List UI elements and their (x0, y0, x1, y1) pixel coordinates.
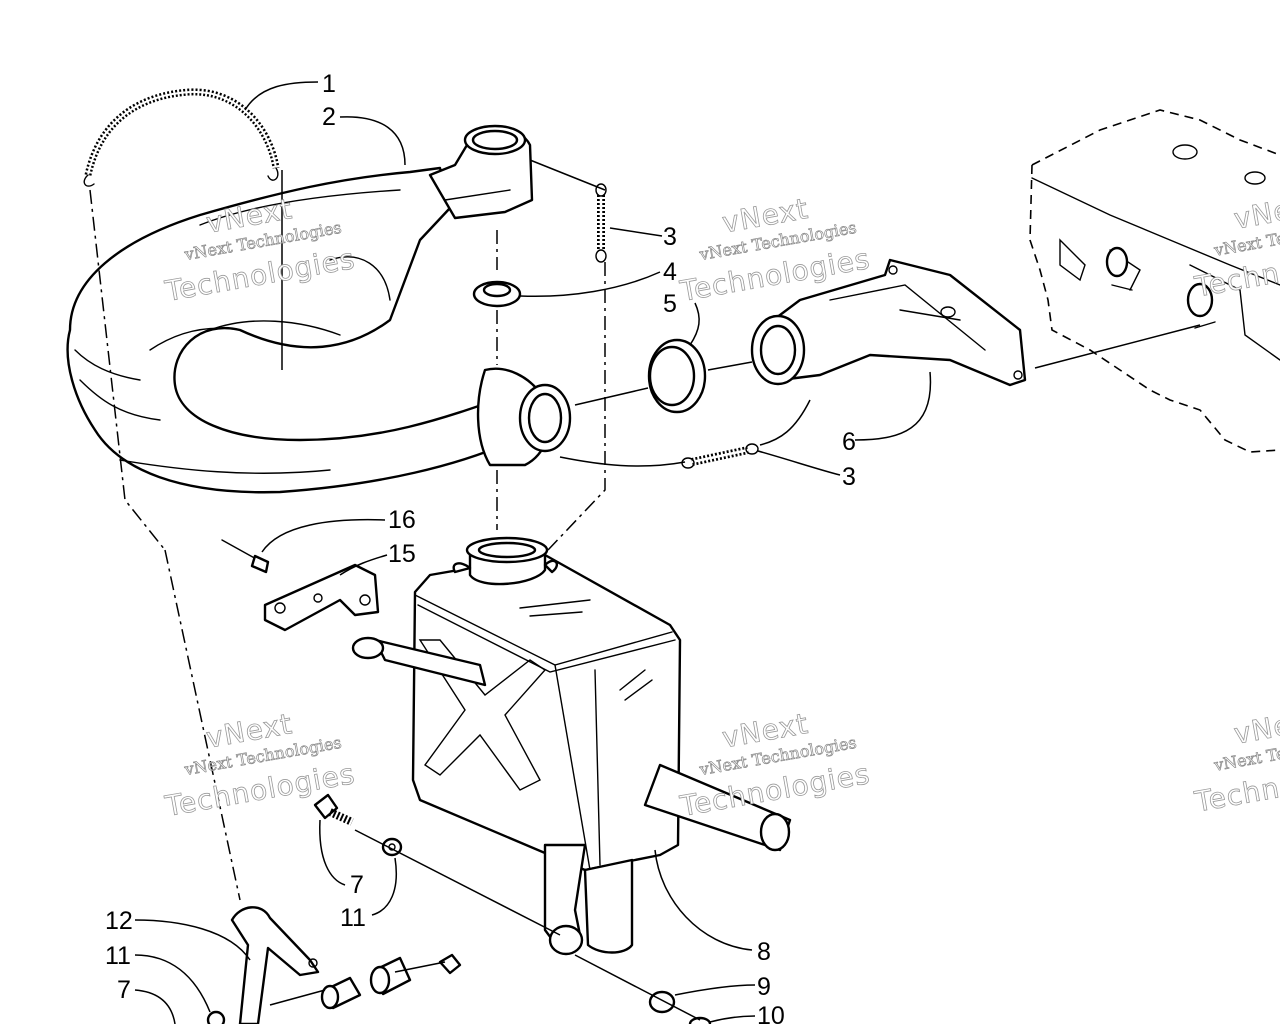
part-3-spring-lower (681, 443, 759, 469)
callout-3-upper: 3 (663, 223, 677, 251)
part-5-seal-ring (647, 338, 707, 414)
assembly-guide-lines (89, 159, 1201, 1021)
callout-9: 9 (757, 973, 771, 1001)
callout-7-lower: 7 (117, 976, 131, 1004)
part-15-bracket (263, 563, 380, 632)
callout-12: 12 (105, 907, 133, 935)
part-10-nut (688, 1016, 712, 1024)
part-16-sensor-pin (221, 539, 270, 574)
callout-10: 10 (757, 1002, 785, 1024)
part-6-manifold (750, 258, 1027, 387)
part-4-grommet (472, 280, 522, 308)
callout-3-lower: 3 (842, 463, 856, 491)
callout-leaders (134, 81, 932, 1024)
watermark-group-5: vNext vNext Technologies Technologies (677, 707, 873, 824)
callout-labels: 1 2 3 4 5 6 3 16 15 7 11 8 9 10 12 11 7 (105, 70, 856, 1024)
part-3-spring-upper (595, 183, 607, 263)
watermark-group-6: vNext vNext Technologies Technologies (1191, 703, 1280, 819)
callout-11-lower: 11 (105, 942, 131, 970)
svg-text:vNext: vNext (1231, 703, 1280, 751)
part-12-hanger-bracket (206, 906, 320, 1024)
watermark-group-3: vNext vNext Technologies Technologies (1191, 188, 1280, 304)
callout-5: 5 (663, 290, 677, 318)
part-1-cable-spring (83, 88, 280, 187)
callout-8: 8 (757, 938, 771, 966)
part-2-exhaust-pipe (66, 124, 572, 494)
callout-15: 15 (388, 540, 416, 568)
callout-7-middle: 7 (350, 871, 364, 899)
callout-1: 1 (322, 70, 336, 98)
callout-6: 6 (842, 428, 856, 456)
svg-text:vNext: vNext (1231, 188, 1280, 236)
callout-2: 2 (322, 103, 336, 131)
watermark-group-2: vNext vNext Technologies Technologies (677, 192, 873, 309)
engine-block-outline (1029, 109, 1280, 453)
callout-16: 16 (388, 506, 416, 534)
bushing-pair (320, 953, 462, 1010)
part-8-muffler (351, 536, 792, 956)
part-7-bolt (313, 793, 354, 826)
part-9-grommet (648, 990, 676, 1014)
callout-11-middle: 11 (340, 904, 366, 932)
callout-4: 4 (663, 258, 677, 286)
